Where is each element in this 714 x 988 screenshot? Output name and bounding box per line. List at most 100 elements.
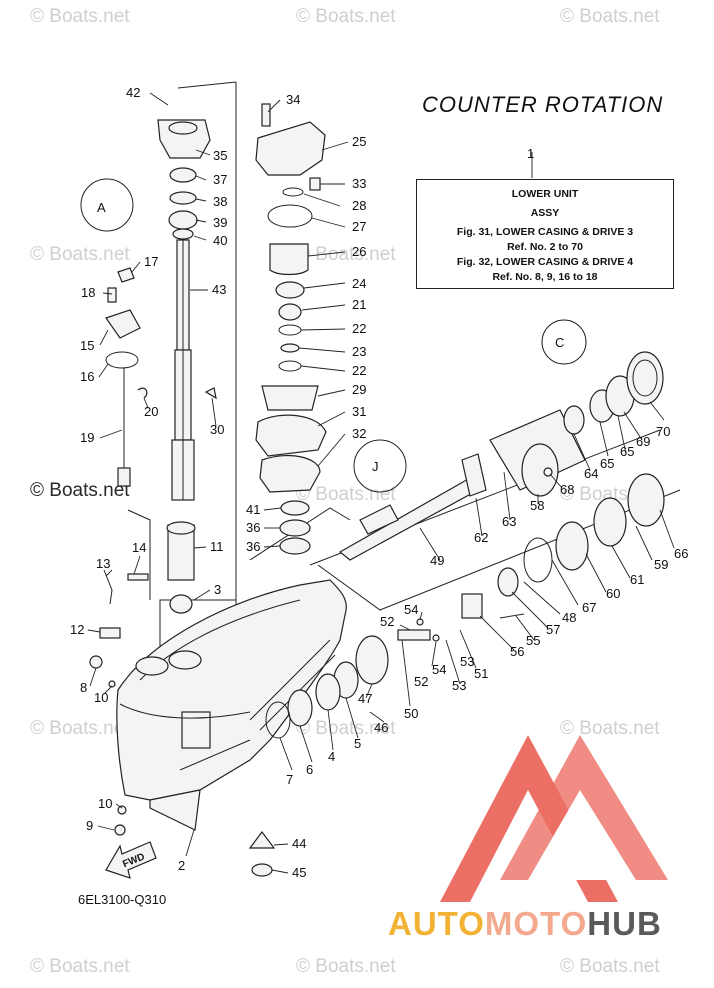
part-label: 70: [656, 424, 670, 439]
part-label: 66: [674, 546, 688, 561]
ref-line: Ref. No. 8, 9, 16 to 18: [492, 271, 598, 283]
ref-line: ASSY: [530, 207, 560, 219]
part-label: 52: [414, 674, 428, 689]
reference-box: LOWER UNIT ASSY Fig. 31, LOWER CASING & …: [416, 179, 674, 289]
part-label: 34: [286, 92, 300, 107]
part-label: 8: [80, 680, 87, 695]
part-label: 10: [98, 796, 112, 811]
lower-casing: [116, 579, 347, 831]
small-parts-left: [89, 267, 217, 836]
watermark: © Boats.net: [296, 244, 396, 265]
part-label: 11: [210, 539, 224, 554]
brand-part: MOTO: [484, 905, 588, 942]
ref-line: Ref. No. 2 to 70: [507, 241, 583, 253]
propeller-shaft-assembly: [248, 351, 665, 877]
watermark: © Boats.net: [30, 718, 130, 739]
part-label: 33: [352, 176, 366, 191]
part-label: 22: [352, 363, 366, 378]
part-label: 40: [213, 233, 227, 248]
part-label: 44: [292, 836, 306, 851]
automotohub-brand: AUTOMOTOHUB: [388, 905, 662, 943]
brand-part: HUB: [587, 905, 662, 942]
watermark: © Boats.net: [296, 956, 396, 977]
part-label: 53: [452, 678, 466, 693]
part-label: 4: [328, 749, 335, 764]
part-label: 17: [144, 254, 158, 269]
part-label: 41: [246, 502, 260, 517]
part-label: 5: [354, 736, 361, 751]
part-label: 60: [606, 586, 620, 601]
part-label: 14: [132, 540, 146, 555]
part-label: 63: [502, 514, 516, 529]
diagram-title: COUNTER ROTATION: [422, 92, 664, 117]
part-label: 2: [178, 858, 185, 873]
part-label: 18: [81, 285, 95, 300]
part-label: 21: [352, 297, 366, 312]
watermark: © Boats.net: [296, 484, 396, 505]
ref-line: LOWER UNIT: [511, 188, 579, 200]
part-label: 39: [213, 215, 227, 230]
part-label: 65: [620, 444, 634, 459]
watermark: © Boats.net: [30, 244, 130, 265]
part-label: 67: [582, 600, 596, 615]
part-label: 54: [404, 602, 418, 617]
part-label: 48: [562, 610, 576, 625]
part-label: 12: [70, 622, 84, 637]
part-label: 65: [600, 456, 614, 471]
part-label: 36: [246, 520, 260, 535]
watermark: © Boats.net: [560, 6, 660, 27]
part-label: 50: [404, 706, 418, 721]
part-label: 51: [474, 666, 488, 681]
part-label: 42: [126, 85, 140, 100]
watermark: © Boats.net: [30, 6, 130, 27]
ref-box-number: 1: [527, 146, 535, 161]
watermark: © Boats.net: [560, 956, 660, 977]
part-label: 25: [352, 134, 366, 149]
part-label: 30: [210, 422, 224, 437]
part-label: 59: [654, 557, 668, 572]
part-label: 64: [584, 466, 598, 481]
part-label: 58: [530, 498, 544, 513]
part-label: 47: [358, 691, 372, 706]
part-label: 62: [474, 530, 488, 545]
part-label: 68: [560, 482, 574, 497]
callout-detail-icons: A C J: [80, 178, 587, 493]
automotohub-logo-icon: [440, 735, 668, 902]
part-label: 26: [352, 244, 366, 259]
part-label: 45: [292, 865, 306, 880]
part-label: 54: [432, 662, 446, 677]
part-label: 22: [352, 321, 366, 336]
part-label: 43: [212, 282, 226, 297]
part-label: 28: [352, 198, 366, 213]
svg-text:A: A: [97, 200, 106, 215]
part-label: 16: [80, 369, 94, 384]
part-label: 56: [510, 644, 524, 659]
part-label: 46: [374, 720, 388, 735]
ref-line: Fig. 32, LOWER CASING & DRIVE 4: [456, 256, 634, 268]
part-label: 24: [352, 276, 366, 291]
diagram-code: 6EL3100-Q310: [78, 892, 167, 907]
part-label: 57: [546, 622, 560, 637]
watermark: © Boats.net: [560, 718, 660, 739]
svg-text:C: C: [555, 335, 564, 350]
part-label: 27: [352, 219, 366, 234]
part-label: 53: [460, 654, 474, 669]
ref-line: Fig. 31, LOWER CASING & DRIVE 3: [456, 226, 634, 238]
part-label: 7: [286, 772, 293, 787]
part-label: 6: [306, 762, 313, 777]
part-label: 69: [636, 434, 650, 449]
watermark: © Boats.net: [296, 718, 396, 739]
part-label: 29: [352, 382, 366, 397]
svg-text:J: J: [372, 459, 379, 474]
part-label: 9: [86, 818, 93, 833]
watermark: © Boats.net: [296, 6, 396, 27]
part-label: 52: [380, 614, 394, 629]
part-label: 20: [144, 404, 158, 419]
bearing-stack-left: [157, 119, 211, 614]
part-label: 15: [80, 338, 94, 353]
forward-arrow-icon: FWD: [105, 841, 157, 879]
leader-lines: [87, 92, 675, 874]
brand-part: AUTO: [388, 905, 485, 942]
